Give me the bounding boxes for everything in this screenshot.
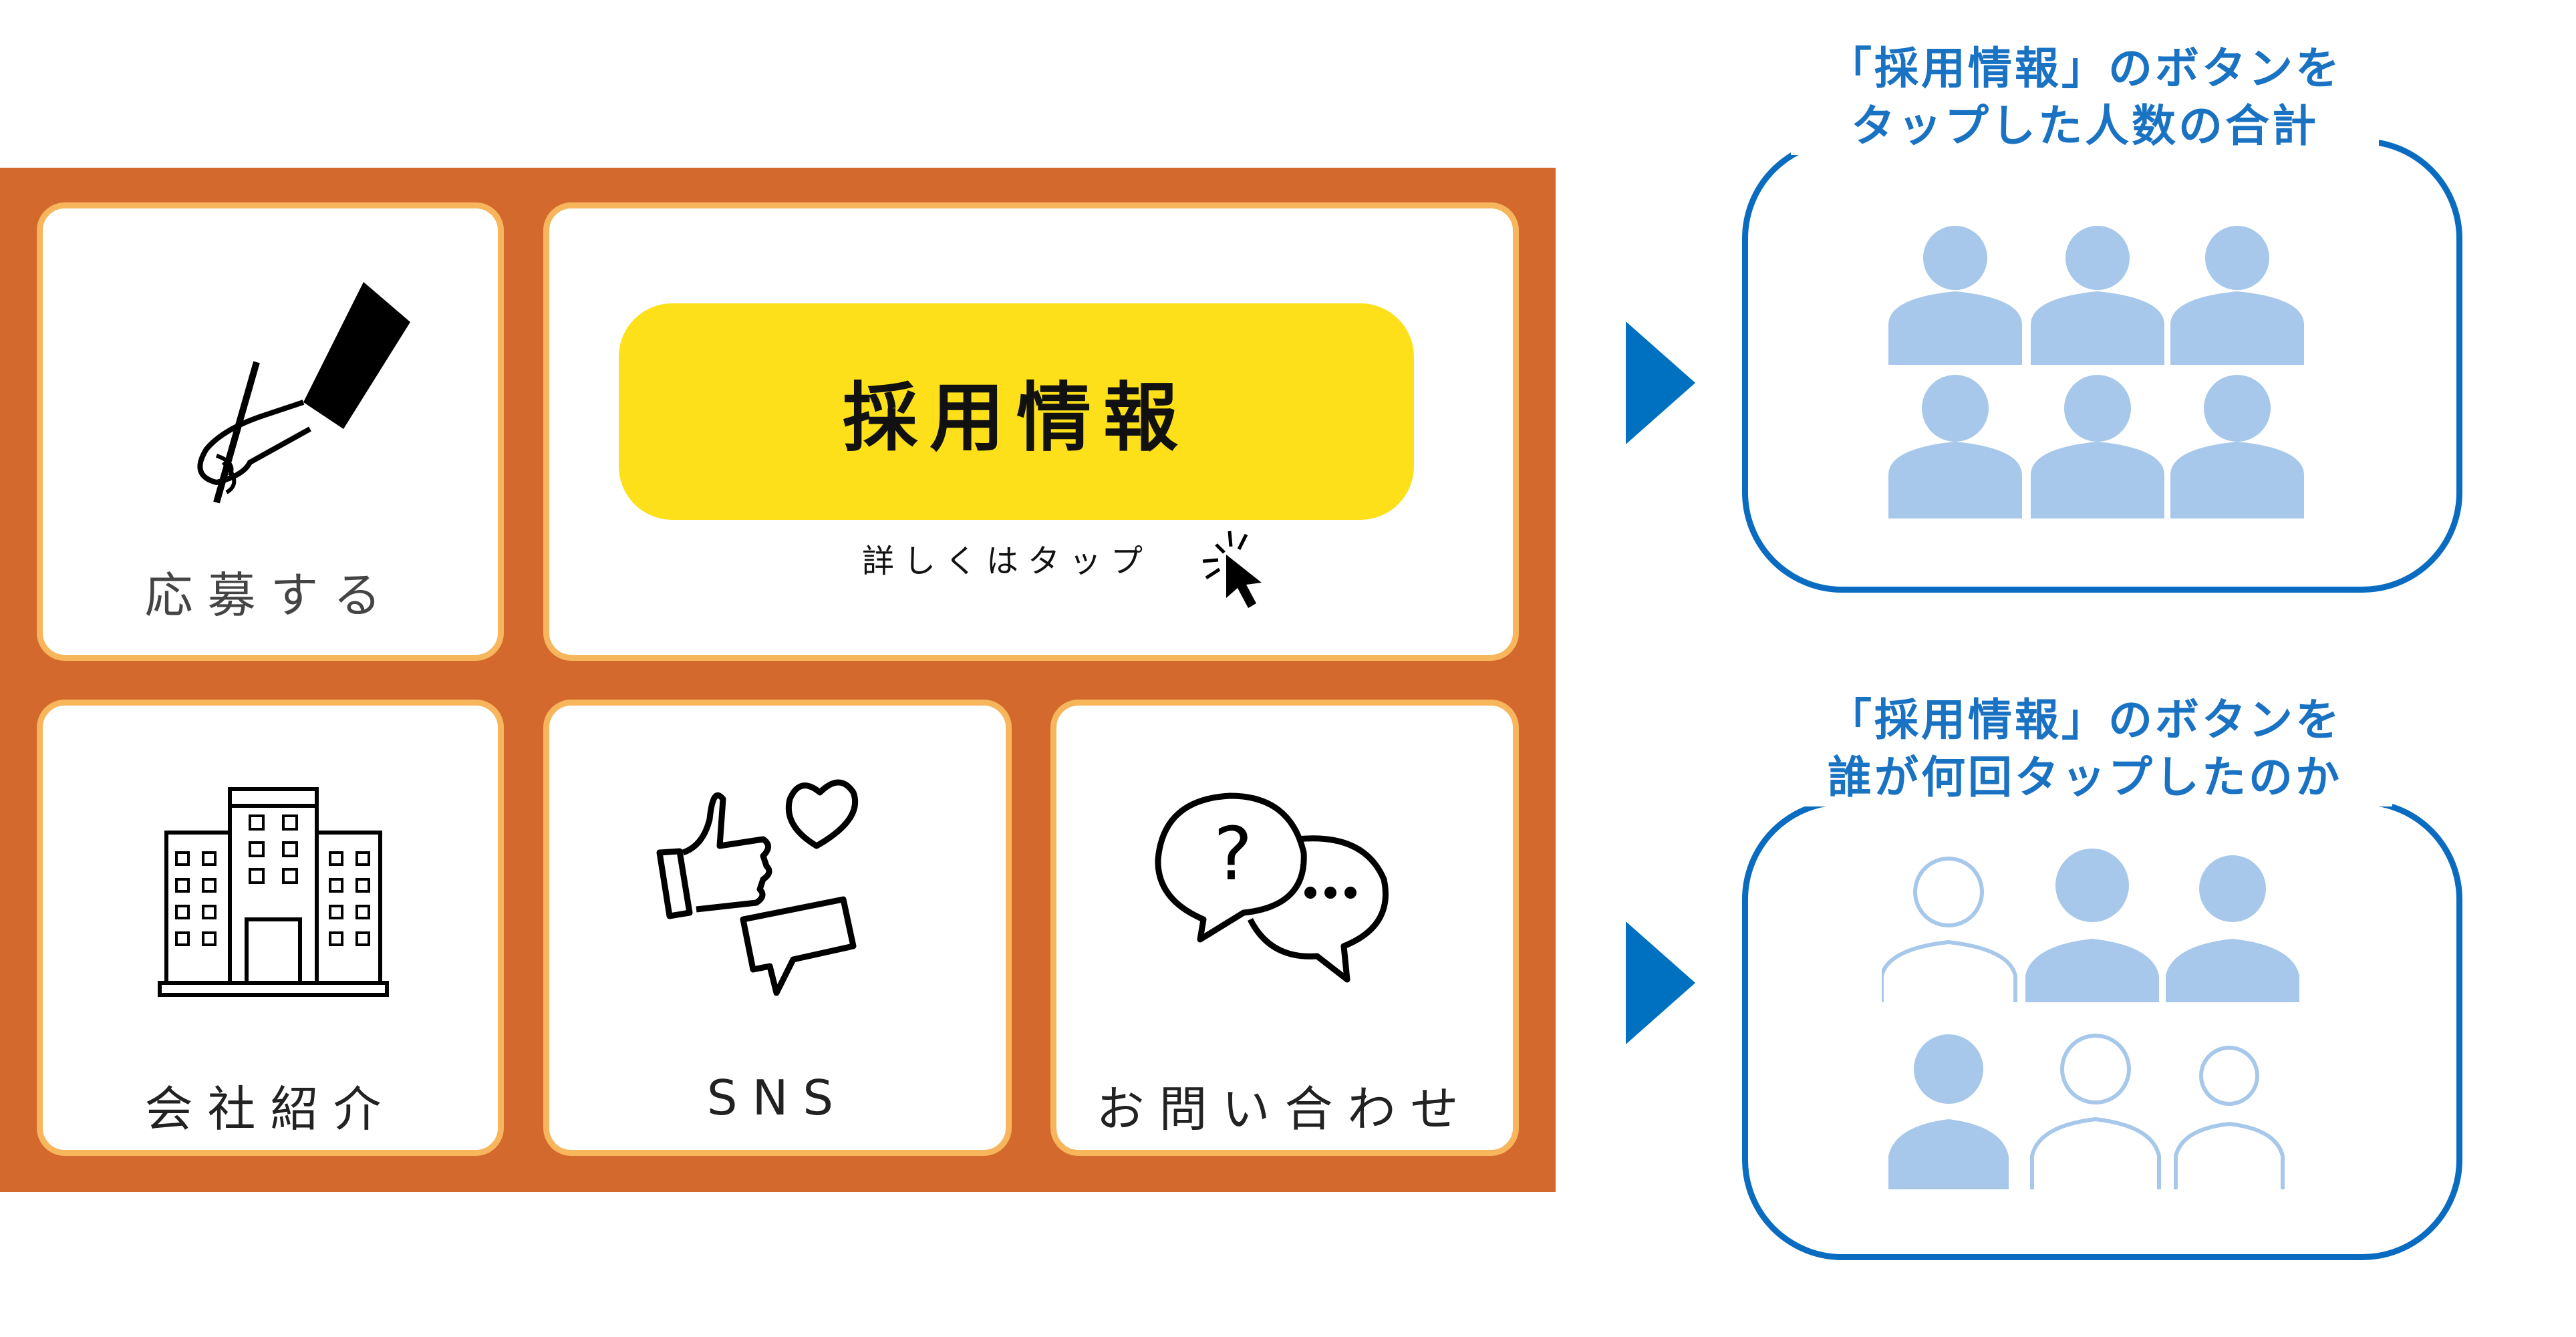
recruit-hint: 詳しくはタップ	[862, 543, 1153, 580]
hand-writing-icon	[197, 282, 410, 504]
contact-label: お問い合わせ	[1096, 1081, 1473, 1137]
apply-label: 応募する	[144, 567, 396, 623]
chat-bubbles-icon: ?	[1155, 792, 1389, 983]
building-icon	[158, 787, 389, 997]
who-tapped-box	[1742, 799, 2462, 1260]
company-label: 会社紹介	[144, 1081, 396, 1137]
title-line: 「採用情報」のボタンを	[1828, 694, 2342, 746]
sns-card[interactable]: SNS	[543, 700, 1012, 1156]
title-line: 「採用情報」のボタンを	[1828, 43, 2342, 94]
who-tapped-title: 「採用情報」のボタンを 誰が何回タップしたのか	[1777, 692, 2392, 806]
sns-icon	[656, 779, 859, 996]
company-card[interactable]: 会社紹介	[37, 700, 504, 1156]
title-line: タップした人数の合計	[1851, 100, 2319, 152]
people-group-icon	[1888, 226, 2304, 518]
arrow-right-icon	[1626, 921, 1695, 1044]
individual-users-icon	[1882, 849, 2299, 1189]
cursor-click-icon	[1202, 531, 1262, 608]
contact-card[interactable]: ? お問い合わせ	[1050, 700, 1519, 1156]
title-line: 誰が何回タップしたのか	[1828, 752, 2342, 803]
total-taps-box	[1742, 138, 2462, 593]
arrow-right-icon	[1626, 321, 1695, 444]
sns-label: SNS	[706, 1070, 849, 1126]
apply-card[interactable]: 応募する	[37, 202, 504, 661]
total-taps-title: 「採用情報」のボタンを タップした人数の合計	[1791, 40, 2379, 155]
svg-text:?: ?	[1213, 811, 1252, 897]
recruit-button[interactable]: 採用情報	[619, 303, 1414, 520]
